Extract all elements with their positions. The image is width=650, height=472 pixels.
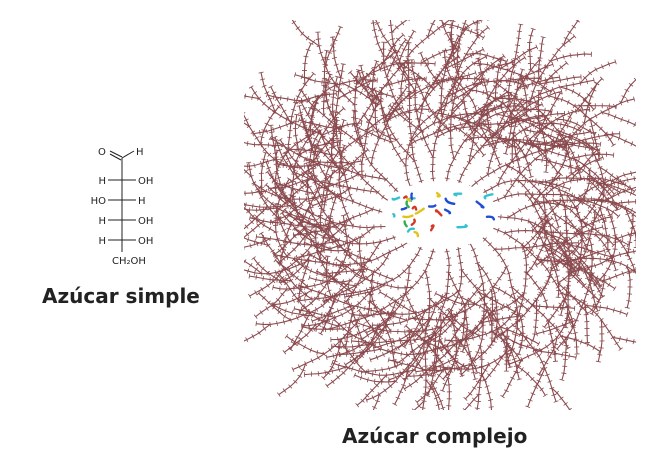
protein-ribbon — [410, 218, 416, 226]
protein-ribbon — [414, 207, 425, 215]
row-left-group: HO — [91, 196, 107, 207]
protein-ribbon — [485, 215, 496, 221]
protein-ribbon — [402, 214, 414, 219]
fischer-row: HO H — [91, 196, 146, 207]
protein-ribbon — [453, 192, 463, 197]
fischer-row: H OH — [98, 236, 153, 247]
protein-ribbon — [392, 212, 396, 218]
fischer-row: H OH — [98, 176, 153, 187]
protein-ribbon — [475, 200, 485, 209]
protein-ribbon — [406, 198, 412, 202]
protein-ribbon — [391, 196, 401, 201]
bottom-group: CH₂OH — [112, 256, 146, 267]
protein-ribbon — [444, 197, 456, 206]
protein-ribbon — [400, 206, 408, 211]
glycogen-arm — [251, 236, 460, 397]
row-left-group: H — [98, 176, 106, 187]
protein-ribbon — [456, 224, 468, 229]
glycogen-arm — [301, 242, 524, 410]
aldehyde-oxygen: O — [98, 147, 106, 158]
glycogen-branches — [244, 20, 636, 410]
glycogen-arm — [360, 237, 548, 410]
protein-ribbon — [429, 224, 435, 232]
protein-ribbon — [427, 204, 437, 208]
complex-sugar-caption: Azúcar complejo — [342, 424, 528, 448]
row-right-group: OH — [138, 236, 153, 247]
complex-sugar-illustration — [244, 20, 636, 410]
protein-ribbon — [435, 191, 441, 198]
fischer-row: H OH — [98, 216, 153, 227]
row-right-group: H — [138, 196, 146, 207]
aldehyde-hydrogen: H — [136, 147, 144, 158]
protein-ribbon — [413, 230, 420, 238]
simple-sugar-caption: Azúcar simple — [42, 284, 200, 308]
row-right-group: OH — [138, 216, 153, 227]
protein-ribbon — [483, 193, 494, 200]
row-right-group: OH — [138, 176, 153, 187]
protein-ribbon — [434, 209, 443, 217]
protein-ribbon — [411, 205, 418, 211]
protein-ribbon — [406, 227, 415, 233]
row-left-group: H — [98, 216, 106, 227]
protein-core — [382, 181, 498, 249]
protein-ribbon — [405, 200, 410, 209]
glycogen-arm — [244, 42, 401, 266]
glycogen-arm — [478, 109, 636, 316]
protein-ribbon — [443, 208, 452, 215]
row-left-group: H — [98, 236, 106, 247]
protein-ribbon — [402, 195, 408, 199]
protein-ribbon — [403, 220, 408, 228]
